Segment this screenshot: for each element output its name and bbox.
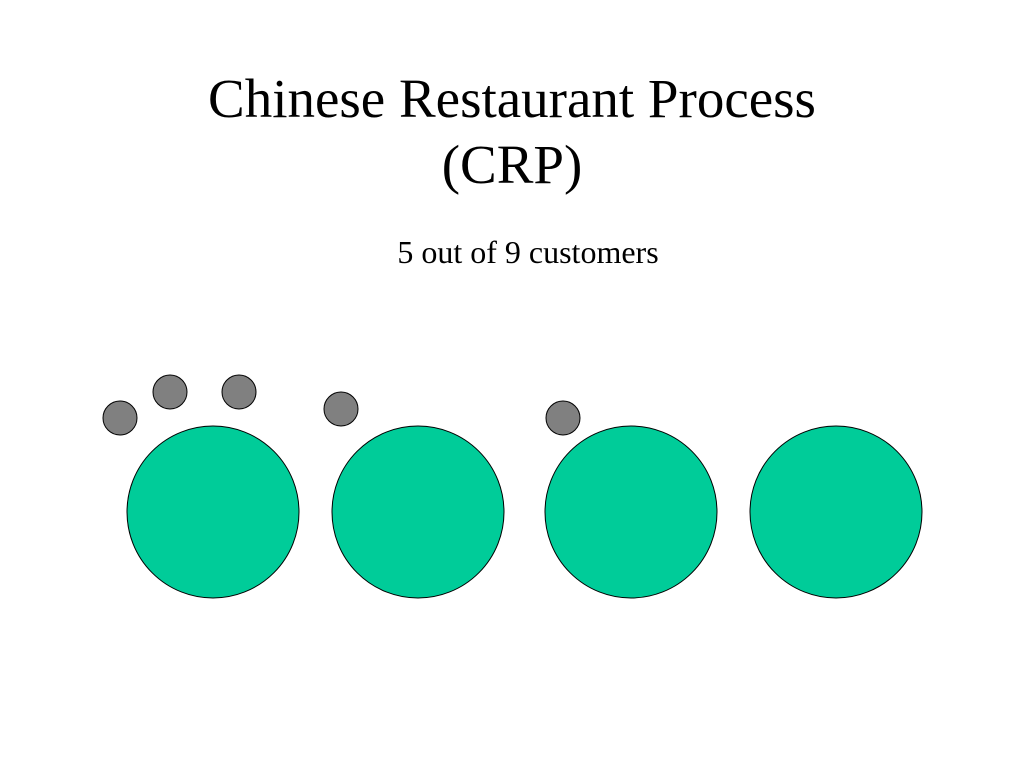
customer-circle [152,374,188,410]
table-group-2 [323,391,505,599]
table-circle [126,425,300,599]
customer-circle [102,400,138,436]
customer-circle [221,374,257,410]
slide-subtitle: 5 out of 9 customers [397,234,659,270]
table-circle [544,425,718,599]
table-group-4 [749,425,923,599]
slide-title: Chinese Restaurant Process (CRP) [0,66,1024,198]
customer-circle [323,391,359,427]
customer-circle [545,400,581,436]
table-group-1 [102,374,300,599]
title-line-2: (CRP) [441,134,583,195]
table-circle [331,425,505,599]
table-circle [749,425,923,599]
table-group-3 [544,400,718,599]
title-line-1: Chinese Restaurant Process [208,68,816,129]
